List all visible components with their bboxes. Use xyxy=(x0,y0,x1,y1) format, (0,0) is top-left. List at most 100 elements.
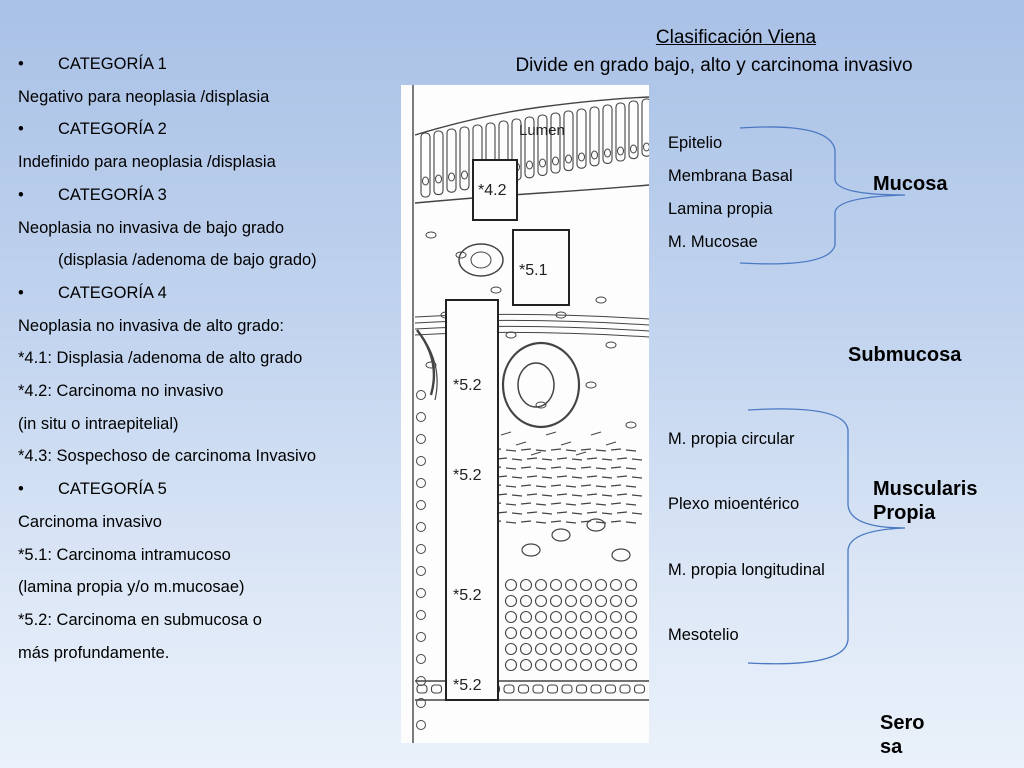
cell-nucleus xyxy=(617,146,624,156)
submucosa-vessel xyxy=(501,341,581,429)
category-text: *4.3: Sospechoso de carcinoma Invasivo xyxy=(18,440,403,473)
margin-cell xyxy=(416,566,426,576)
category-line: CATEGORÍA 4 xyxy=(58,283,167,302)
epithelial-cell xyxy=(446,128,457,193)
circular-muscle-fiber xyxy=(511,512,523,515)
submucosa-fiber xyxy=(420,334,438,401)
longitudinal-muscle-cell xyxy=(624,610,638,624)
margin-cell xyxy=(416,456,426,466)
category-line: Neoplasia no invasiva de bajo grado xyxy=(18,218,285,237)
longitudinal-muscle-cell xyxy=(579,578,593,592)
longitudinal-muscle-cell xyxy=(504,594,518,608)
cell-nucleus xyxy=(539,158,546,168)
circular-muscle-fiber xyxy=(556,475,568,478)
region-submucosa: Submucosa xyxy=(848,344,962,366)
circular-muscle-fiber xyxy=(595,449,607,452)
circular-muscle-fiber xyxy=(550,484,562,487)
circular-muscle-fiber xyxy=(625,485,637,488)
category-line: *4.1: Displasia /adenoma de alto grado xyxy=(18,349,303,368)
category-text: más profundamente. xyxy=(18,637,403,670)
circular-muscle-fiber xyxy=(526,457,538,460)
circular-muscle-fiber xyxy=(631,458,643,461)
layer-m-mucosae: M. Mucosae xyxy=(668,233,758,251)
plexus-ganglion xyxy=(611,548,631,562)
cell-nucleus xyxy=(422,176,429,186)
longitudinal-muscle-cell xyxy=(609,594,623,608)
longitudinal-muscle-cell xyxy=(519,642,533,656)
circular-muscle-fiber xyxy=(556,511,568,514)
bullet-icon: • xyxy=(18,283,24,302)
connective-fiber xyxy=(500,431,512,436)
margin-cell xyxy=(416,588,426,598)
circular-muscle-fiber xyxy=(550,520,562,523)
stromal-cell xyxy=(595,296,607,304)
category-text: Neoplasia no invasiva de alto grado: xyxy=(18,310,403,343)
mesothelial-cell xyxy=(416,684,428,694)
circular-muscle-fiber xyxy=(586,457,598,460)
longitudinal-muscle-cell xyxy=(564,626,578,640)
cell-nucleus xyxy=(643,142,649,152)
longitudinal-muscle-cell xyxy=(579,594,593,608)
category-text: Carcinoma invasivo xyxy=(18,506,403,539)
longitudinal-muscle-cell xyxy=(534,658,548,672)
category-line: *5.1: Carcinoma intramucoso xyxy=(18,545,231,564)
category-text: (lamina propia y/o m.mucosae) xyxy=(18,571,403,604)
stromal-cell xyxy=(425,361,437,369)
circular-muscle-fiber xyxy=(595,485,607,488)
epithelial-cell xyxy=(615,102,626,162)
mesothelial-cell xyxy=(604,684,617,694)
bullet-icon: • xyxy=(18,480,24,499)
circular-muscle-fiber xyxy=(520,520,532,523)
box-5-2-label-4: *5.2 xyxy=(453,677,482,694)
longitudinal-muscle-cell xyxy=(594,626,608,640)
slide-title: Clasificación Viena xyxy=(655,27,817,48)
circular-muscle-fiber xyxy=(631,512,643,515)
circular-muscle-fiber xyxy=(610,466,622,469)
longitudinal-muscle-cell xyxy=(579,642,593,656)
category-heading: •CATEGORÍA 2 xyxy=(18,113,403,146)
category-heading: • CATEGORÍA 4 xyxy=(18,277,403,310)
mesothelial-cell xyxy=(517,684,530,694)
connective-fiber xyxy=(590,431,602,436)
category-line: Negativo para neoplasia /displasia xyxy=(18,87,270,106)
margin-cell xyxy=(416,390,426,400)
longitudinal-muscle-cell xyxy=(624,626,638,640)
layer-epitelio: Epitelio xyxy=(668,134,723,152)
longitudinal-muscle-cell xyxy=(504,642,518,656)
circular-muscle-fiber xyxy=(586,511,598,514)
longitudinal-muscle-cell xyxy=(549,594,563,608)
connective-fiber xyxy=(515,441,527,446)
circular-muscle-fiber xyxy=(535,449,547,452)
longitudinal-muscle-cell xyxy=(579,626,593,640)
stromal-cell xyxy=(490,286,502,294)
circular-muscle-fiber xyxy=(550,466,562,469)
epithelial-cell xyxy=(576,108,587,169)
circular-muscle-fiber xyxy=(601,512,613,515)
longitudinal-muscle-cell xyxy=(564,658,578,672)
circular-muscle-fiber xyxy=(616,493,628,496)
longitudinal-muscle-cell xyxy=(519,610,533,624)
longitudinal-muscle-cell xyxy=(519,658,533,672)
circular-muscle-fiber xyxy=(580,448,592,451)
longitudinal-muscle-cell xyxy=(609,658,623,672)
layer-m-propia-circular: M. propia circular xyxy=(668,430,795,448)
cell-nucleus xyxy=(526,160,533,170)
category-text: *5.2: Carcinoma en submucosa o xyxy=(18,604,403,637)
margin-cell xyxy=(416,632,426,642)
circular-muscle-fiber xyxy=(526,493,538,496)
stromal-cell xyxy=(605,341,617,349)
circular-muscle-fiber xyxy=(625,449,637,452)
box-5-2-label-3: *5.2 xyxy=(453,587,482,604)
margin-cell xyxy=(416,500,426,510)
region-serosa: Serosa xyxy=(880,712,925,758)
mesothelial-cell xyxy=(575,684,588,694)
circular-muscle-fiber xyxy=(520,466,532,469)
circular-muscle-fiber xyxy=(610,520,622,523)
longitudinal-muscle-cell xyxy=(504,626,518,640)
margin-cell xyxy=(416,412,426,422)
epithelial-cell xyxy=(459,126,470,191)
category-line: más profundamente. xyxy=(18,643,170,662)
circular-muscle-fiber xyxy=(586,475,598,478)
box-5-1 xyxy=(512,229,570,306)
category-text: (in situ o intraepitelial) xyxy=(18,408,403,441)
